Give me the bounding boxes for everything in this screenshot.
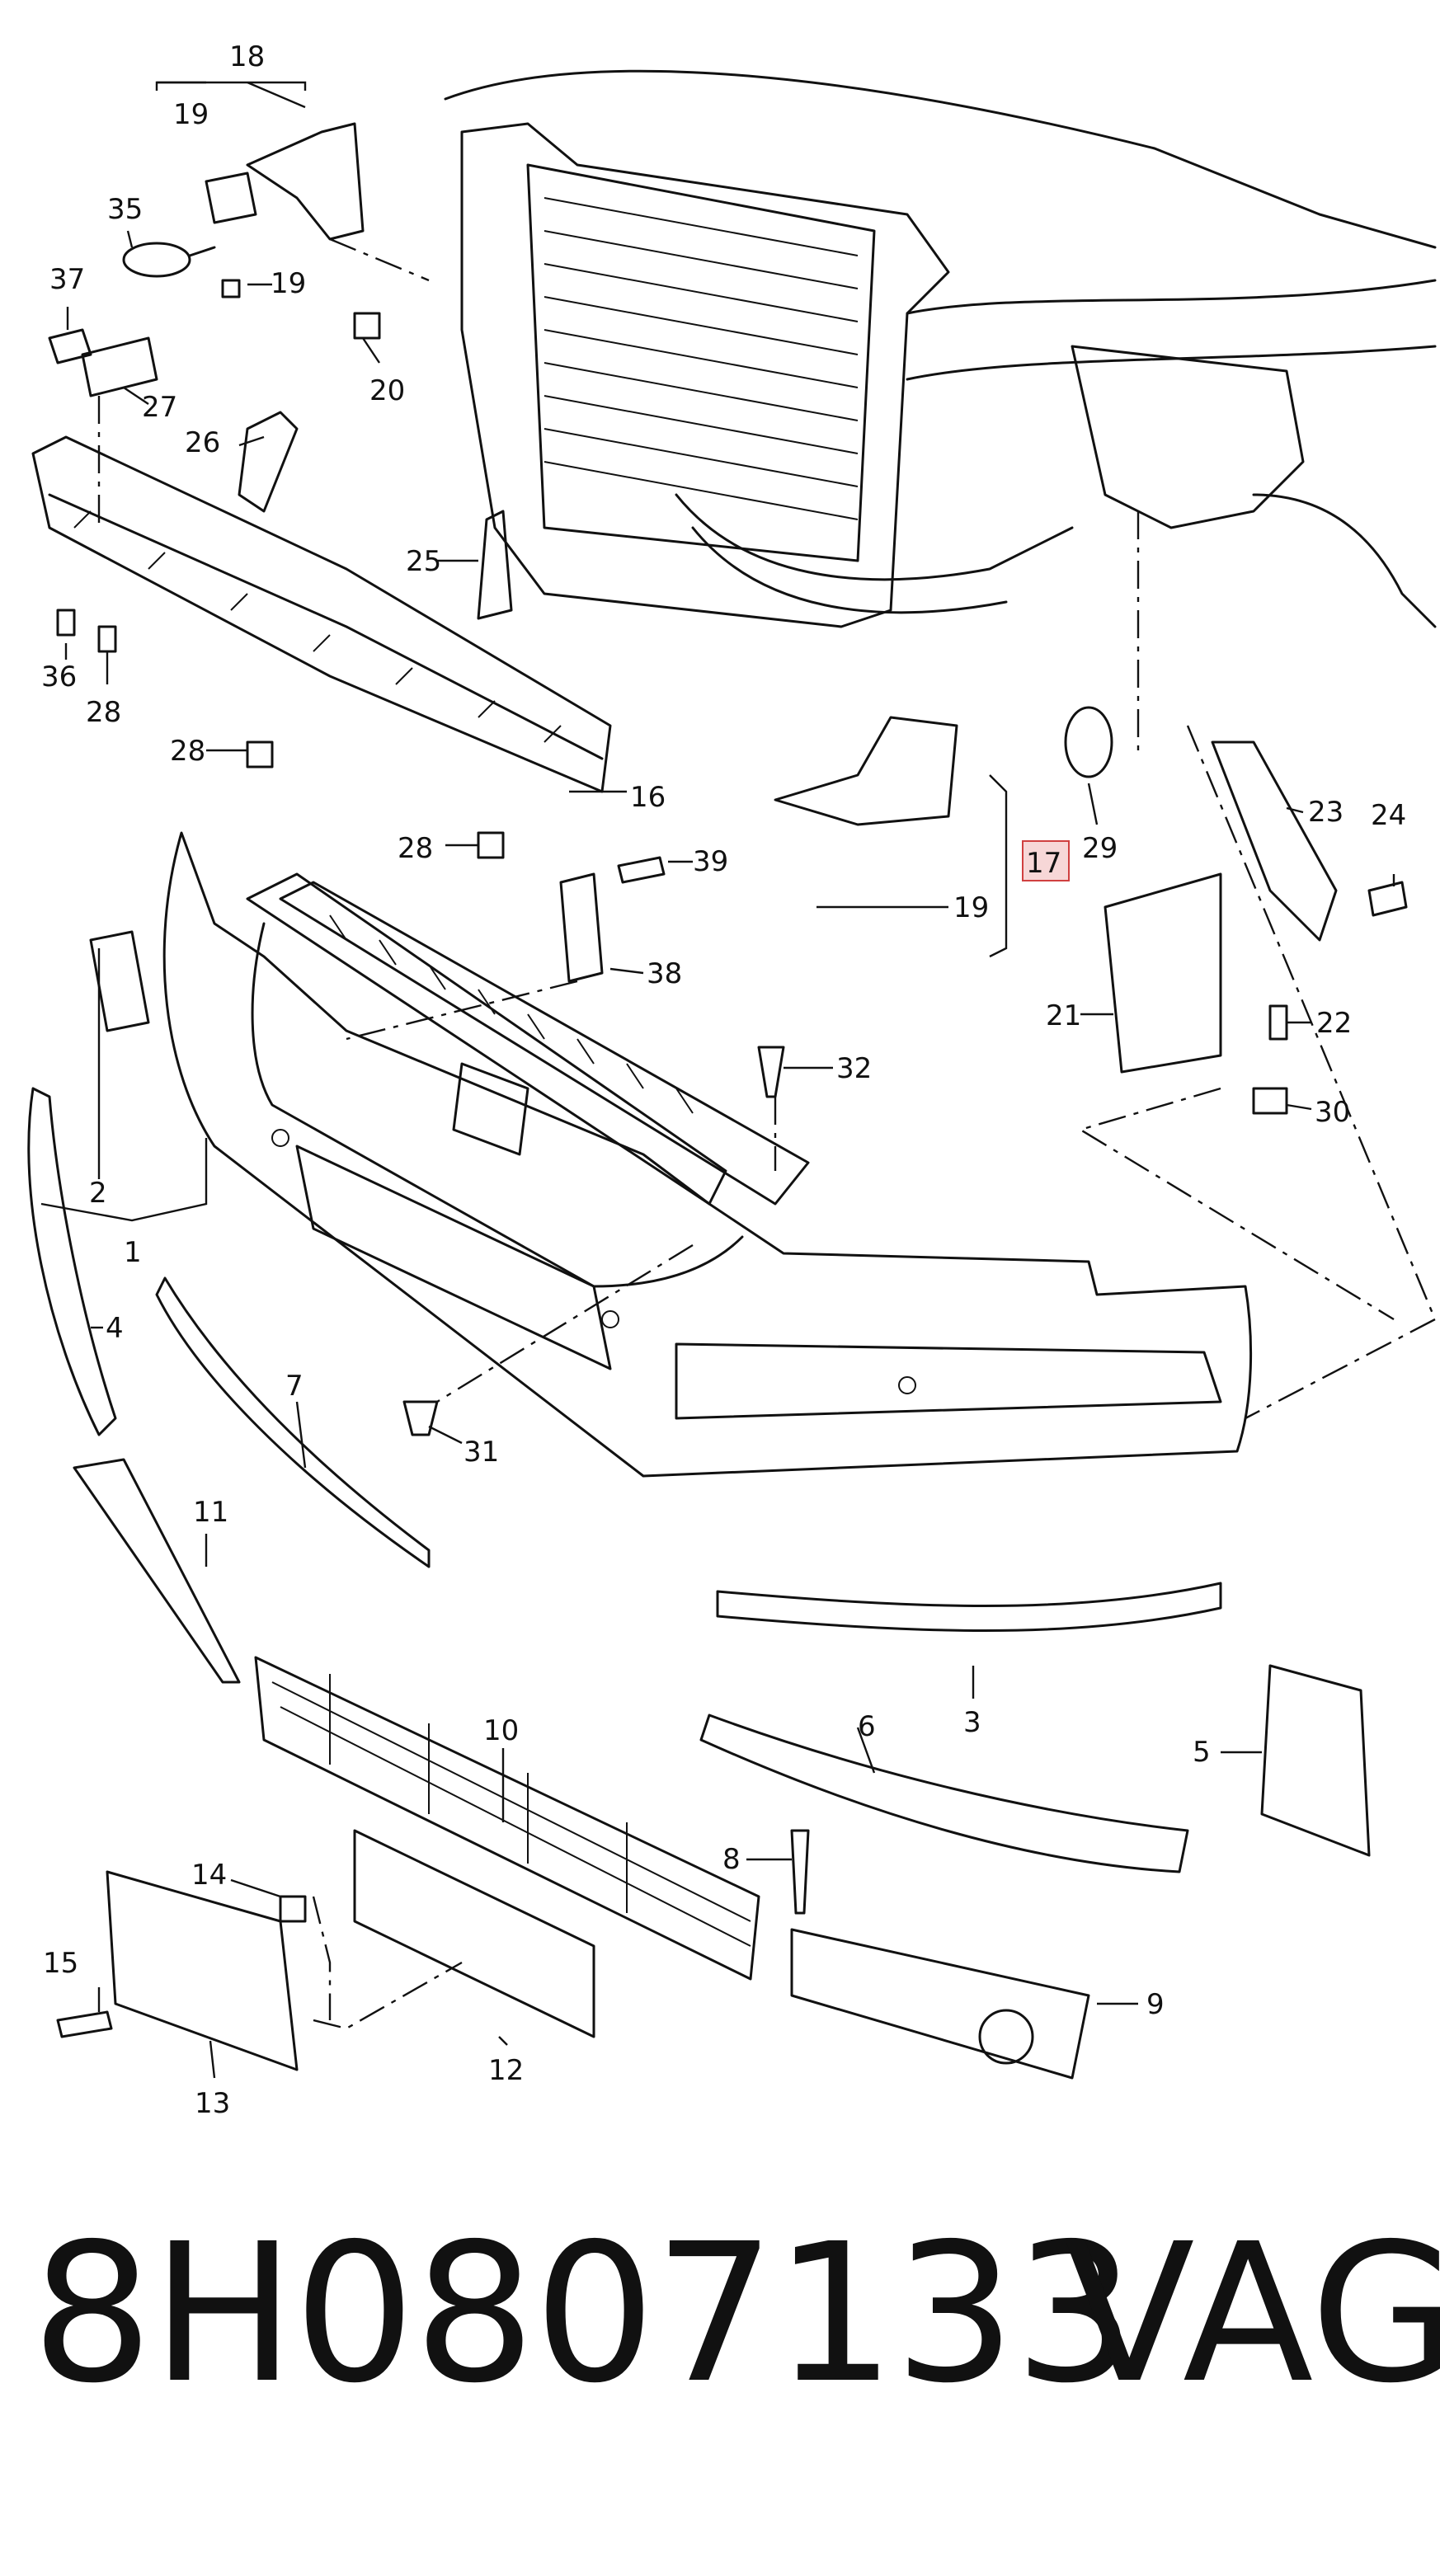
callout-12: 12: [488, 2054, 524, 2087]
callout-28: 28: [86, 696, 121, 729]
callout-10: 10: [483, 1714, 519, 1747]
grille-carrier: [279, 881, 810, 1206]
front-panel-assembly: [444, 69, 1437, 628]
callout-20: 20: [369, 374, 405, 407]
callout-29: 29: [1082, 832, 1118, 865]
callout-7: 7: [285, 1370, 304, 1403]
callout-6: 6: [858, 1710, 876, 1743]
callouts: 18 19 35 19 37 20 27 26 25 36 28 28 16 2…: [41, 40, 1406, 2120]
callout-17: 17: [1026, 847, 1061, 880]
callout-22: 22: [1316, 1007, 1352, 1040]
callout-11: 11: [193, 1496, 228, 1529]
callout-3: 3: [963, 1706, 981, 1739]
callout-35: 35: [107, 193, 143, 226]
callout-14: 14: [191, 1859, 227, 1892]
callout-16: 16: [630, 781, 666, 814]
callout-23: 23: [1308, 796, 1344, 829]
callout-26: 26: [185, 426, 220, 459]
callout-4: 4: [106, 1312, 124, 1345]
highlight-box-17: [1022, 840, 1070, 881]
callout-28: 28: [170, 735, 205, 768]
callout-28: 28: [398, 832, 433, 865]
callout-38: 38: [647, 957, 682, 990]
callout-19: 19: [173, 98, 209, 131]
bumper-reinforcement-beam: [31, 435, 612, 793]
callout-24: 24: [1371, 799, 1406, 832]
leader-lines: [40, 81, 1395, 2079]
callout-19: 19: [271, 267, 306, 300]
exploded-parts-diagram: 18 19 35 19 37 20 27 26 25 36 28 28 16 2…: [27, 40, 1437, 2120]
brand-name: VAG: [1064, 2202, 1440, 2425]
callout-19: 19: [953, 891, 989, 924]
callout-13: 13: [195, 2087, 230, 2120]
callout-21: 21: [1046, 999, 1081, 1032]
callout-32: 32: [836, 1052, 872, 1085]
callout-30: 30: [1315, 1096, 1350, 1129]
callout-15: 15: [43, 1947, 78, 1980]
callout-1: 1: [124, 1236, 142, 1269]
callout-36: 36: [41, 660, 77, 693]
part-number: 8H0807133: [31, 2202, 1136, 2425]
callout-25: 25: [406, 545, 441, 578]
callout-37: 37: [49, 263, 85, 296]
bumper-cover: [162, 831, 1253, 1478]
callout-9: 9: [1146, 1988, 1165, 2021]
callout-8: 8: [722, 1843, 741, 1876]
callout-27: 27: [142, 391, 177, 424]
small-parts: [27, 122, 1408, 2080]
callout-5: 5: [1193, 1736, 1211, 1769]
callout-31: 31: [464, 1436, 499, 1469]
callout-18: 18: [229, 40, 265, 73]
callout-2: 2: [89, 1177, 107, 1210]
callout-39: 39: [693, 845, 728, 878]
reference-lines: [97, 237, 1437, 2030]
